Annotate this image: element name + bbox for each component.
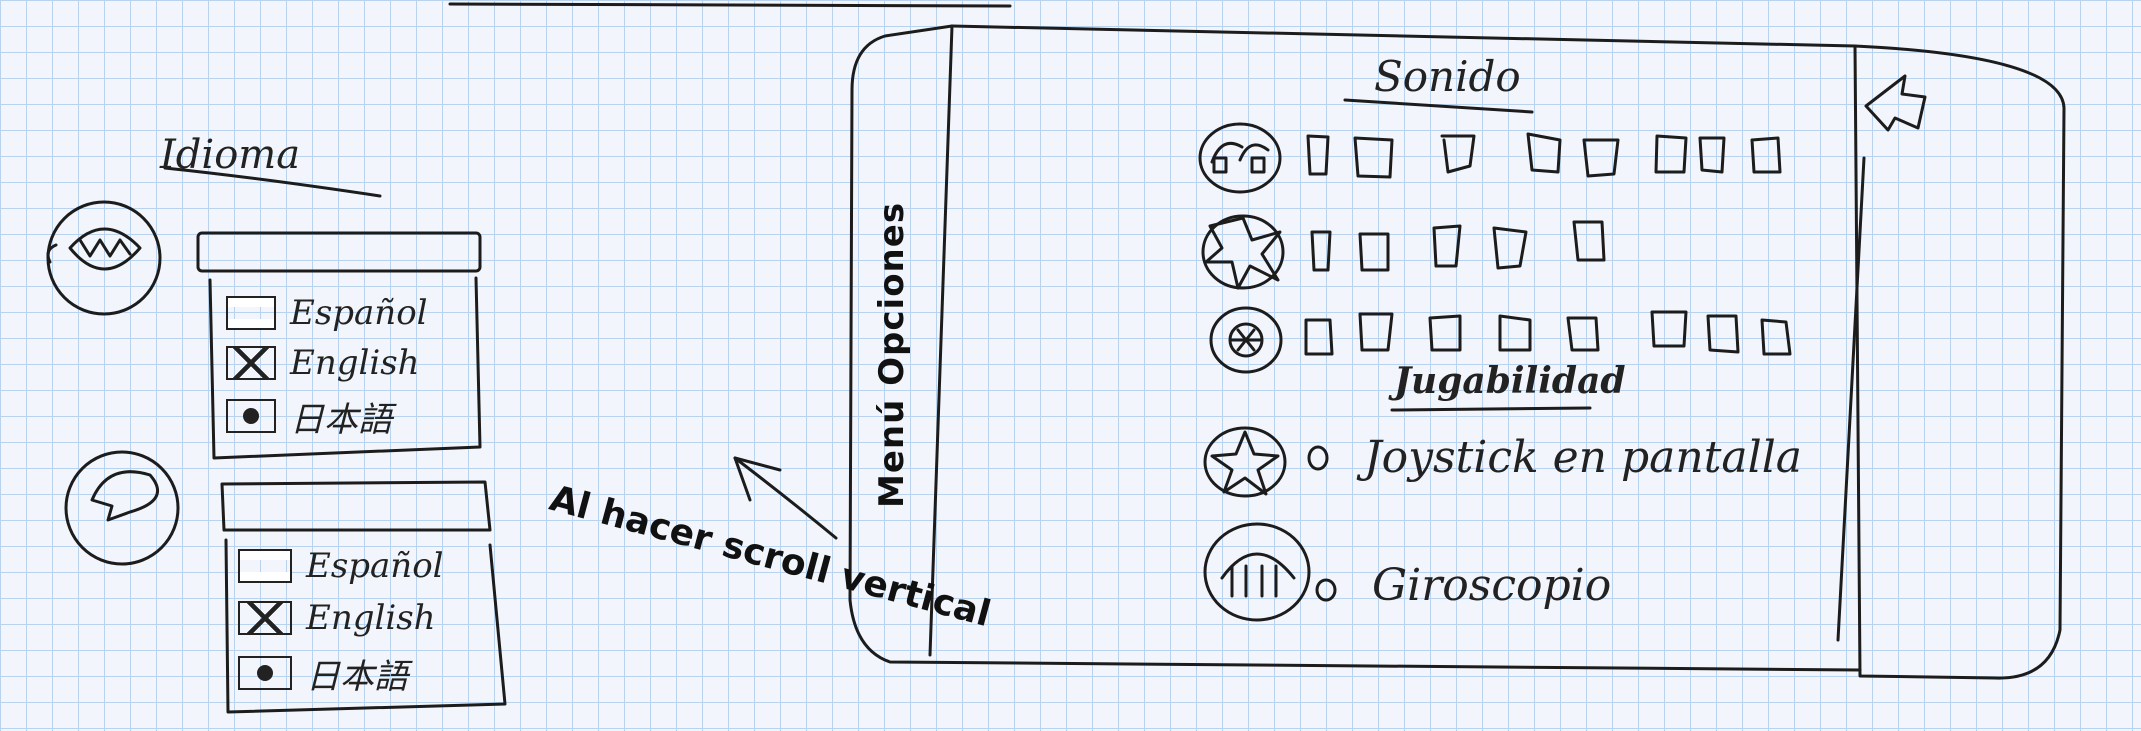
idioma-title: Idioma <box>160 132 301 178</box>
language-dropdown-1[interactable]: Español English 日本語 <box>226 288 476 444</box>
volume-level-row-2[interactable] <box>1310 220 1606 272</box>
mouth-icon <box>46 200 162 316</box>
phone-frame-right <box>950 24 2066 680</box>
star-icon <box>1203 426 1287 498</box>
option-english[interactable]: English <box>238 592 498 644</box>
japan-flag-icon <box>238 656 292 690</box>
option-label: 日本語 <box>290 399 392 440</box>
joystick-option-label: Joystick en pantalla <box>1364 432 1803 483</box>
option-label: English <box>290 343 420 383</box>
spain-flag-icon <box>238 549 292 583</box>
scroll-arrow <box>733 456 838 540</box>
gyroscope-icon <box>1203 522 1311 622</box>
option-label: English <box>306 598 436 638</box>
spain-flag-icon <box>226 296 276 330</box>
option-espanol[interactable]: Español <box>238 540 498 592</box>
option-japanese[interactable]: 日本語 <box>238 644 498 702</box>
language-dropdown-2[interactable]: Español English 日本語 <box>238 540 498 702</box>
headphones-icon <box>1198 122 1282 194</box>
burst-icon <box>1201 214 1285 290</box>
option-english[interactable]: English <box>226 338 476 388</box>
joystick-radio[interactable] <box>1307 445 1329 471</box>
volume-level-row-1[interactable] <box>1306 132 1782 179</box>
speech-bubble-icon <box>64 450 180 566</box>
option-espanol[interactable]: Español <box>226 288 476 338</box>
sound-title: Sonido <box>1374 52 1521 101</box>
gear-icon <box>1209 306 1283 374</box>
option-label: Español <box>290 293 428 333</box>
uk-flag-icon <box>226 346 276 380</box>
japan-flag-icon <box>226 399 276 433</box>
uk-flag-icon <box>238 601 292 635</box>
gyroscope-option-label: Giroscopio <box>1372 560 1612 611</box>
back-arrow-icon[interactable] <box>1864 74 1927 132</box>
volume-level-row-3[interactable] <box>1304 310 1792 356</box>
option-label: 日本語 <box>306 656 408 697</box>
menu-opciones-label: Menú Opciones <box>872 201 912 508</box>
gyroscope-radio[interactable] <box>1315 578 1337 602</box>
option-japanese[interactable]: 日本語 <box>226 388 476 444</box>
gameplay-title: Jugabilidad <box>1394 360 1626 402</box>
scrollbar[interactable] <box>1836 156 1866 642</box>
option-label: Español <box>306 546 444 586</box>
